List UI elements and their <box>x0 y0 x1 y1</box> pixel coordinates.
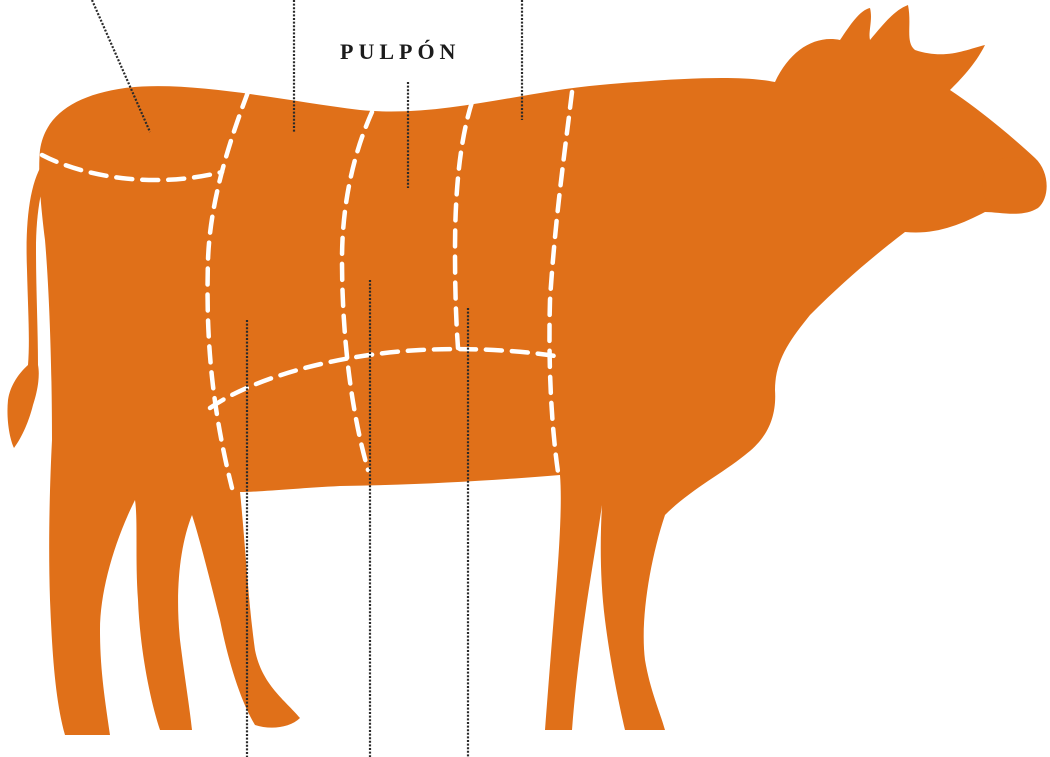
label-mask <box>490 36 500 66</box>
cow-silhouette-icon <box>7 5 1046 735</box>
cow-muzzle <box>982 157 1042 213</box>
label-pulpon: PULPÓN <box>340 39 460 64</box>
cow-body <box>39 5 1046 735</box>
